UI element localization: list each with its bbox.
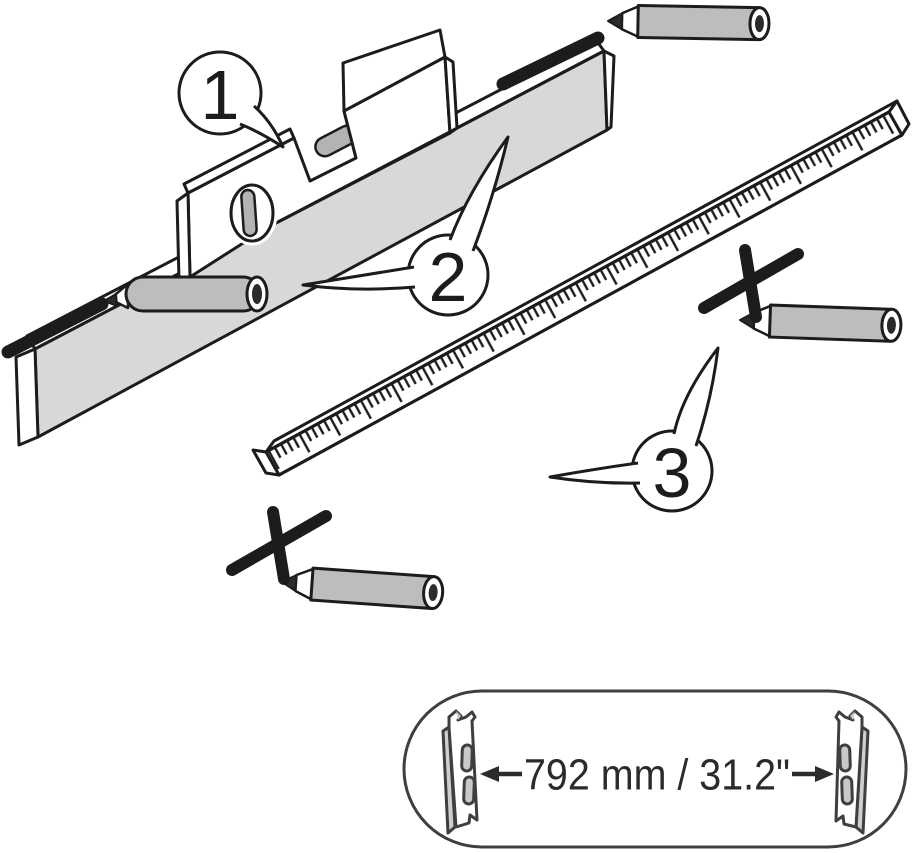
level-end-block-top (341, 28, 447, 113)
callout-1-badge: 1 (177, 50, 285, 149)
mounting-rail (1, 31, 616, 447)
callout-2-number: 2 (429, 238, 468, 316)
wall-rail-right-slot-1 (838, 743, 852, 773)
measurement-panel: 792 mm / 31.2" (402, 689, 908, 849)
pencil-graphite-tip (103, 293, 118, 307)
measurement-text: 792 mm / 31.2" (524, 751, 790, 800)
pencil-bottom-left (279, 564, 446, 611)
spirit-level (175, 28, 606, 282)
wall-rail-right-notch-shade (850, 711, 855, 720)
callout-1-pointer (239, 104, 285, 149)
rail-left-end (14, 347, 40, 447)
notch-mask (344, 107, 364, 158)
wall-rail-left-notch-shade (456, 711, 461, 720)
callout-3-badge: 3 (548, 346, 720, 513)
pencil-on-rail (103, 275, 269, 313)
wall-rail-right-slot-2 (840, 775, 854, 806)
vertical-vial (240, 188, 258, 238)
callout-1-circle (177, 50, 263, 136)
rail-right-end (602, 49, 616, 132)
callout-3-number: 3 (653, 434, 692, 512)
wall-rail-left-slot-2 (462, 775, 476, 806)
pencil-mark-left (1, 297, 109, 359)
callout-2-pointer-up (448, 135, 510, 252)
notch-wall-edge (342, 109, 358, 160)
callout-1-number: 1 (201, 56, 240, 134)
level-top-face (182, 127, 296, 195)
wall-rail-left-icon (441, 709, 479, 835)
rail-front-edge-overlay (276, 49, 606, 224)
ruler-right-end (887, 99, 911, 137)
wall-rail-left-slot-1 (460, 743, 474, 773)
pencil-body (124, 275, 262, 313)
callout-3-pointer-left (548, 461, 641, 485)
arrow-left-icon (480, 766, 499, 782)
pencil-mid-right (737, 302, 903, 344)
ruler (251, 99, 911, 477)
callout-3-pointer-up (672, 346, 720, 447)
wall-rail-right-icon (834, 709, 870, 835)
pencil-end-hole (252, 284, 262, 304)
arrow-right-icon (815, 766, 834, 782)
panel-outline (402, 689, 908, 849)
rail-front-face (33, 49, 609, 439)
pencil-top-right (606, 3, 771, 42)
ruler-left-end (251, 448, 281, 477)
pencil-mark-right (496, 31, 605, 91)
level-left-end (175, 191, 192, 282)
callout-2-pointer-left (301, 265, 416, 291)
dimension-arrow (480, 766, 834, 782)
vial-window (226, 180, 278, 246)
callout-2-badge: 2 (301, 135, 510, 317)
